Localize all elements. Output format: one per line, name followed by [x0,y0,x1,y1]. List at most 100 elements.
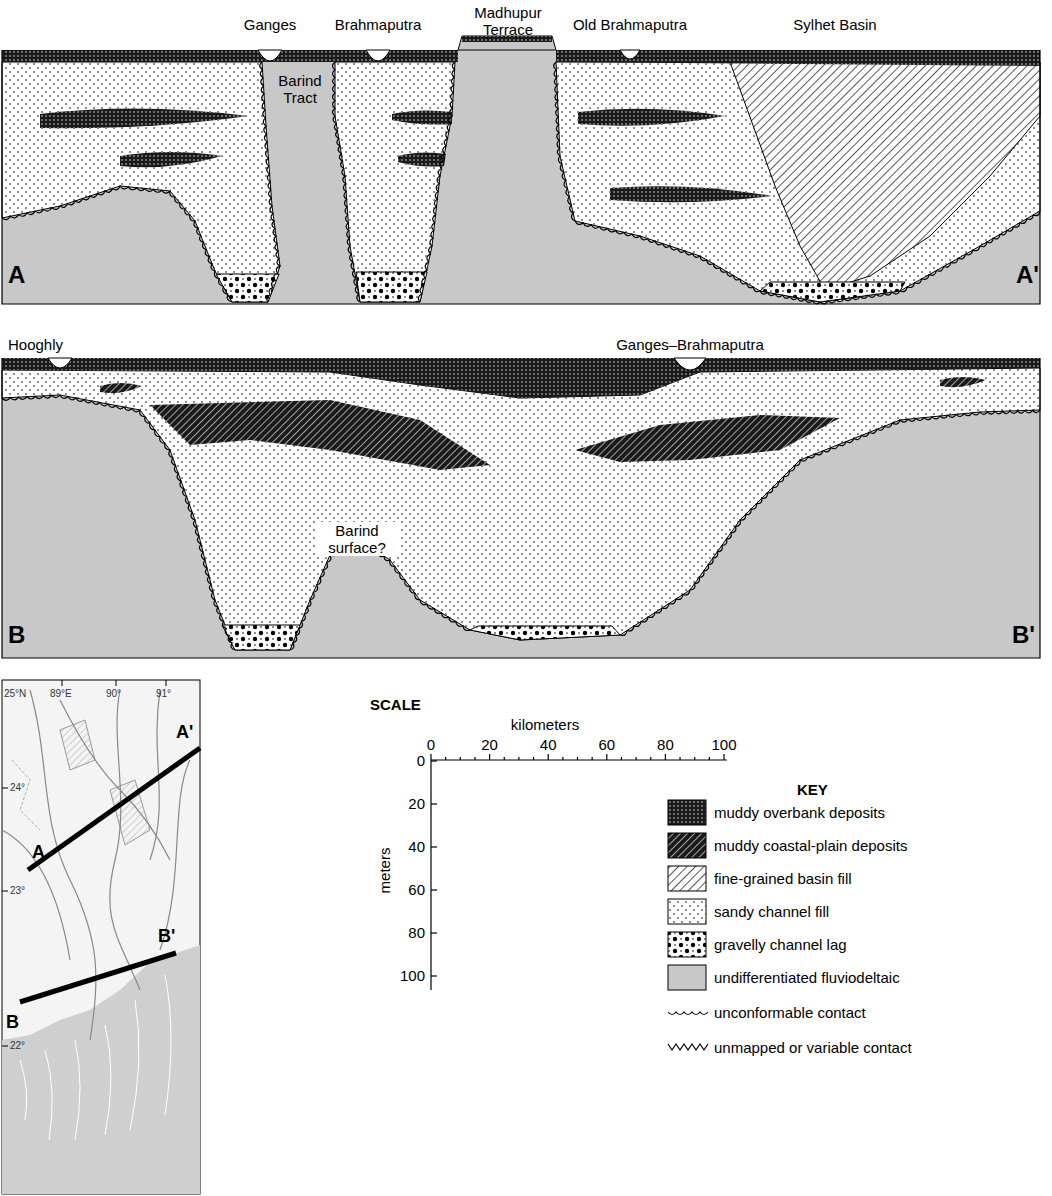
scale-tick [504,757,505,760]
section-drawing [2,945,200,1194]
river-name: Old Brahmaputra [573,16,687,33]
scale-tick [431,846,437,847]
scale-tick [709,757,710,760]
section-drawing [356,272,427,302]
section-drawing [2,680,166,1046]
unconformity-line [2,395,235,650]
scale-number: 60 [598,736,615,753]
section-drawing [556,62,1040,302]
section-drawing [470,626,620,640]
section-drawing [366,50,390,61]
terrace-name: Madhupur Terrace [468,4,548,38]
section-drawing [2,62,280,302]
scale-tick [445,757,446,760]
section-drawing [2,50,458,62]
scale-number: 40 [540,736,557,753]
section-drawing [575,415,840,462]
scale-tick [431,760,437,761]
section-drawing [120,152,222,167]
section-drawing [2,395,1040,650]
section-drawing [2,788,8,789]
scale-number: 0 [427,736,435,753]
section-drawing [458,36,556,50]
scale-number: 60 [408,881,425,898]
scale-tick [431,889,437,890]
scale-number: 0 [417,752,425,769]
scale-tick [650,757,651,760]
legend-swatch [668,899,706,924]
scale-tick [518,757,519,760]
legend-text: unconformable contact [714,1004,866,1021]
section-end: A [8,262,25,288]
section-drawing [398,152,446,166]
scale-number: 20 [408,795,425,812]
section-drawing [760,282,905,302]
section-drawing [222,625,300,650]
river-name: Ganges [244,16,297,33]
section-drawing [2,50,1040,304]
scale-tick [679,757,680,760]
section-drawing [2,62,1040,304]
section-drawing [730,62,1040,290]
axis-title: kilometers [511,716,579,733]
section-drawing [216,274,279,302]
scale-tick [621,757,622,760]
section-drawing [12,760,40,830]
section-drawing [2,358,1040,658]
section-drawing [668,800,708,1050]
legend-text: gravelly channel lag [714,936,847,953]
section-drawing [620,50,640,59]
contact-sample [668,1012,708,1015]
section-drawing [2,368,1040,650]
section-drawing [431,754,727,990]
scale-tick [592,757,593,760]
contact-sample [668,1044,708,1050]
legend-swatch [668,932,706,957]
scale-tick [577,757,578,760]
unconformity-line [620,410,1040,635]
legend-text: muddy coastal-plain deposits [714,837,907,854]
section-drawing [258,50,282,61]
scale-tick [430,754,431,760]
section-drawing [100,383,142,393]
section-drawing [431,754,724,976]
section-drawing [20,953,176,1002]
scale-number: 80 [657,736,674,753]
scale-number: 80 [408,924,425,941]
coordinate: 91° [156,688,171,700]
section-drawing [556,50,1040,66]
section-drawing [2,680,200,1194]
section-drawing [2,1046,8,1047]
unconformity-line [820,211,1040,304]
section-drawing [40,108,248,128]
section-drawing [110,690,140,990]
section-drawing [430,760,431,990]
section-drawing [578,109,725,126]
unconformity-line [554,62,820,304]
scale-number: 20 [481,736,498,753]
scale-number: 100 [711,736,736,753]
axis-title: meters [377,847,394,893]
scale-tick [474,757,475,760]
coordinate: 22° [10,1040,25,1052]
section-drawing [28,748,200,870]
section-drawing [940,377,986,387]
legend-text: unmapped or variable contact [714,1039,912,1056]
unconformity-line [290,540,470,650]
scale-tick [431,932,437,933]
section-drawing [2,358,1040,658]
basin-name: Sylhet Basin [793,16,876,33]
unconformity-line [2,186,232,302]
legend-swatch [668,833,706,858]
section-drawing [160,760,190,950]
unconformity-line [333,62,361,302]
legend-text: muddy overbank deposits [714,804,885,821]
key-title: KEY [797,781,828,798]
scale-tick [562,757,563,760]
section-drawing [2,891,8,892]
legend-text: sandy channel fill [714,903,829,920]
section-end: A' [176,722,193,742]
scale-tick [460,757,461,760]
